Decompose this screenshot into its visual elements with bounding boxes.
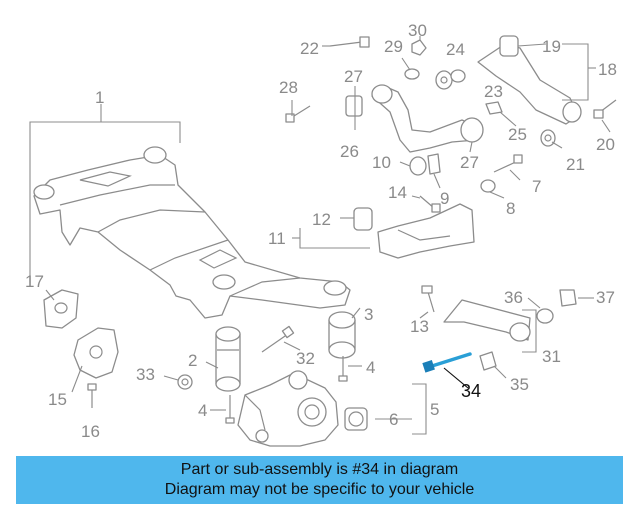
bushing-6 (344, 407, 368, 431)
washer-36 (536, 308, 554, 324)
callout-23: 23 (484, 82, 503, 101)
banner-line-2: Diagram may not be specific to your vehi… (164, 481, 475, 498)
bushing-12 (353, 207, 373, 231)
knuckle (237, 370, 339, 447)
callout-17: 17 (25, 272, 44, 291)
clip-25 (485, 101, 503, 115)
callout-30: 30 (408, 21, 427, 40)
callout-13: 13 (410, 317, 429, 336)
callout-8: 8 (506, 199, 515, 218)
mount-17 (43, 289, 79, 329)
bracket-11 (292, 228, 370, 249)
callout-27-lower: 27 (460, 153, 479, 172)
bolt-28 (285, 105, 311, 123)
info-banner: Part or sub-assembly is #34 in diagram D… (16, 456, 623, 504)
mount-15 (73, 327, 119, 379)
bolt-7 (493, 154, 523, 173)
lower-arm-11 (377, 203, 475, 259)
callout-18: 18 (598, 60, 617, 79)
bushing-21 (540, 129, 556, 147)
callout-31: 31 (542, 347, 561, 366)
callout-1: 1 (95, 88, 104, 107)
banner-line-1: Part or sub-assembly is #34 in diagram (180, 461, 459, 478)
callout-32: 32 (296, 349, 315, 368)
callout-6: 6 (389, 410, 398, 429)
exploded-suspension-diagram: 1 2 3 4 4 5 6 7 8 9 10 11 12 13 14 15 16… (25, 21, 617, 447)
callout-15: 15 (48, 390, 67, 409)
bushing-23 (450, 69, 466, 83)
callout-3: 3 (364, 305, 373, 324)
nut-37 (559, 289, 577, 307)
callout-27-upper: 27 (344, 67, 363, 86)
callout-5: 5 (430, 400, 439, 419)
callout-11: 11 (268, 229, 286, 248)
clip-35 (479, 351, 497, 371)
bolt-4-right (338, 356, 348, 382)
callout-25: 25 (508, 125, 527, 144)
callout-10: 10 (372, 153, 391, 172)
bolt-34-highlighted (422, 352, 472, 389)
bushing-3 (328, 311, 356, 359)
upper-arm-27 (371, 84, 484, 153)
washer-29 (404, 68, 420, 80)
callout-28: 28 (279, 78, 298, 97)
nut-30 (411, 39, 427, 56)
bolt-32 (261, 325, 295, 353)
bolt-13 (421, 285, 435, 313)
callout-22: 22 (300, 39, 319, 58)
bracket-1 (29, 104, 181, 283)
callout-2: 2 (188, 351, 197, 370)
bolt-22 (329, 36, 370, 48)
callout-4-left: 4 (198, 401, 207, 420)
callout-9: 9 (440, 189, 449, 208)
bolt-14 (419, 195, 441, 213)
callout-33: 33 (136, 365, 155, 384)
callout-37: 37 (596, 288, 615, 307)
bracket-18 (562, 43, 596, 101)
callout-16: 16 (81, 422, 100, 441)
lateral-link-31 (443, 299, 531, 342)
rear-subframe (33, 146, 351, 319)
nut-33 (177, 374, 193, 390)
bolt-4-left (225, 395, 235, 424)
callout-19: 19 (542, 37, 561, 56)
callout-21: 21 (566, 155, 585, 174)
leader-lines (45, 36, 611, 411)
callout-12: 12 (312, 210, 331, 229)
callout-29: 29 (384, 37, 403, 56)
bolt-20 (593, 99, 617, 119)
callout-14: 14 (388, 183, 407, 202)
callout-36: 36 (504, 288, 523, 307)
bushing-24 (435, 70, 453, 90)
bracket-9 (427, 153, 441, 175)
bracket-31 (522, 309, 537, 353)
callout-20: 20 (596, 135, 615, 154)
callout-4-right: 4 (366, 358, 375, 377)
bushing-10 (409, 156, 427, 176)
bolt-16 (87, 383, 97, 408)
callout-35: 35 (510, 375, 529, 394)
callout-7: 7 (532, 177, 541, 196)
bushing-2 (215, 326, 241, 392)
bracket-5 (375, 383, 427, 435)
callout-numbers: 1 2 3 4 4 5 6 7 8 9 10 11 12 13 14 15 16… (25, 21, 617, 441)
washer-8 (480, 179, 496, 193)
callout-24: 24 (446, 40, 465, 59)
callout-34: 34 (461, 381, 481, 401)
callout-26: 26 (340, 142, 359, 161)
bushing-27-left (345, 95, 363, 117)
